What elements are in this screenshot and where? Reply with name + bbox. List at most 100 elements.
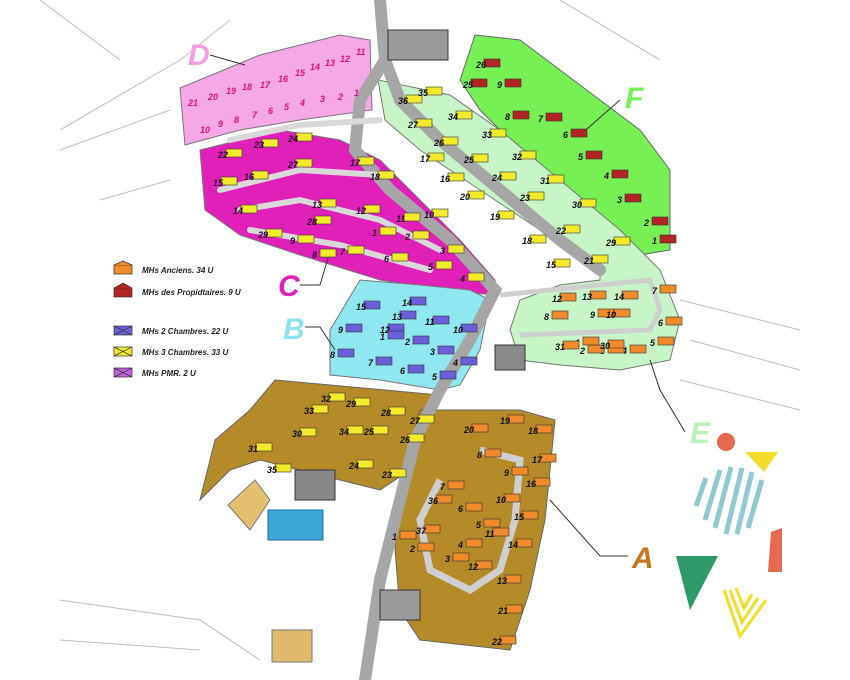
plot-number-c-13: 13	[312, 200, 322, 210]
plot-number-d-17: 17	[260, 80, 271, 90]
plot-number-d-9: 9	[218, 119, 223, 129]
mobile-home-marker	[527, 191, 545, 201]
plot-number-d-5: 5	[284, 102, 290, 112]
plot-number-a_upper-25: 25	[363, 427, 375, 437]
parking-lot	[271, 629, 313, 663]
plot-number-d-4: 4	[299, 98, 305, 108]
plot-number-e_outer-30: 30	[600, 341, 610, 351]
plot-number-f-6: 6	[563, 130, 569, 140]
plot-number-e_outer-12: 12	[552, 294, 562, 304]
legend-item-pmr: MHs PMR. 2 U	[113, 367, 196, 378]
plot-number-a_upper-33: 33	[304, 406, 314, 416]
plot-number-e_inner-21: 21	[583, 256, 594, 266]
mobile-home-marker	[319, 198, 337, 208]
plot-number-a_upper-34: 34	[339, 427, 349, 437]
mobile-home-marker	[503, 493, 521, 503]
plot-number-d-2: 2	[337, 92, 343, 102]
mobile-home-marker	[559, 292, 577, 302]
mobile-home-marker	[353, 397, 371, 407]
mobile-home-marker	[455, 110, 473, 120]
plot-number-a_upper-35: 35	[267, 465, 278, 475]
plot-number-a_upper-24: 24	[348, 461, 359, 471]
plot-number-b-2: 2	[404, 337, 410, 347]
mobile-home-marker	[511, 466, 529, 476]
mobile-home-marker	[475, 560, 493, 570]
plot-number-f-1: 1	[652, 236, 657, 246]
legend-label-anciens: MHs Anciens. 34 U	[142, 266, 214, 275]
mobile-home-marker	[403, 212, 421, 222]
plot-number-b-13: 13	[392, 312, 402, 322]
plot-number-e_inner-36: 36	[398, 96, 409, 106]
mobile-home-marker	[551, 310, 569, 320]
legend-label-3-chambres: MHs 3 Chambres. 33 U	[142, 348, 228, 357]
mobile-home-marker	[489, 128, 507, 138]
plot-number-e_outer-7: 7	[652, 286, 658, 296]
mobile-home-marker	[375, 356, 393, 366]
mobile-home-marker	[659, 234, 677, 244]
plot-number-d-10: 10	[200, 125, 210, 135]
mobile-home-marker	[412, 230, 430, 240]
plot-number-f-7: 7	[538, 114, 544, 124]
plot-number-e_inner-15: 15	[546, 260, 557, 270]
mobile-home-marker	[519, 150, 537, 160]
decor-red-dot	[717, 433, 735, 451]
legend-item-proprietaires: MHs des Propidtaires. 9 U	[113, 282, 241, 298]
mobile-home-marker	[399, 530, 417, 540]
mobile-home-marker	[447, 172, 465, 182]
zone-letter-a: A	[631, 542, 654, 575]
plot-number-a_lower-8: 8	[477, 450, 482, 460]
mobile-home-marker	[265, 228, 283, 238]
mobile-home-marker	[611, 169, 629, 179]
plot-number-a_lower-19: 19	[500, 416, 510, 426]
mobile-home-marker	[435, 494, 453, 504]
plot-number-a_upper-26: 26	[399, 435, 411, 445]
mobile-home-marker	[363, 300, 381, 310]
plot-number-c-1: 1	[372, 228, 377, 238]
mobile-home-marker	[435, 260, 453, 270]
legend-label-proprietaires: MHs des Propidtaires. 9 U	[142, 288, 241, 297]
mobile-home-marker	[533, 477, 551, 487]
mobile-home-marker	[391, 252, 409, 262]
plot-number-a_upper-27: 27	[409, 416, 421, 426]
mobile-home-marker	[356, 459, 374, 469]
plot-number-b-11: 11	[425, 317, 434, 327]
mobile-home-marker	[261, 138, 279, 148]
mobile-home-marker	[512, 110, 530, 120]
plot-number-c-15: 15	[213, 178, 224, 188]
decor-green-triangle	[676, 556, 718, 610]
plot-number-a_lower-7: 7	[440, 482, 446, 492]
legend-label-pmr: MHs PMR. 2 U	[142, 369, 196, 378]
main-road	[348, 0, 606, 680]
plot-number-b-6: 6	[400, 366, 406, 376]
plot-number-a_upper-31: 31	[248, 444, 258, 454]
mobile-home-marker	[346, 425, 364, 435]
plot-number-d-3: 3	[320, 94, 325, 104]
mobile-home-marker	[407, 364, 425, 374]
plot-number-b-12: 12	[380, 325, 390, 335]
plot-number-e_inner-22: 22	[555, 226, 566, 236]
plot-number-f-26: 26	[475, 60, 487, 70]
plot-number-c-9: 9	[290, 236, 295, 246]
plot-number-e_inner-20: 20	[459, 192, 470, 202]
plot-number-a_lower-16: 16	[526, 479, 537, 489]
mobile-home-marker	[657, 336, 675, 346]
mobile-home-marker	[591, 254, 609, 264]
mobile-home-marker	[539, 453, 557, 463]
mobile-home-marker	[582, 336, 600, 346]
e-loop-road	[499, 277, 663, 338]
plot-number-a_upper-29: 29	[345, 399, 356, 409]
plot-number-e_inner-35: 35	[418, 88, 429, 98]
building-b	[494, 344, 526, 371]
plot-number-b-4: 4	[452, 358, 458, 368]
mobile-home-marker	[295, 132, 313, 142]
mobile-home-marker	[427, 152, 445, 162]
mobile-home-marker	[585, 150, 603, 160]
plot-number-a_lower-13: 13	[497, 576, 507, 586]
mobile-home-marker	[529, 234, 547, 244]
plot-number-a_lower-37: 37	[416, 526, 427, 536]
plot-number-e_inner-26: 26	[433, 138, 445, 148]
plot-number-c-2: 2	[404, 232, 410, 242]
terrace	[227, 479, 271, 531]
legend-item-2-chambres: MHs 2 Chambres. 22 U	[113, 325, 228, 336]
